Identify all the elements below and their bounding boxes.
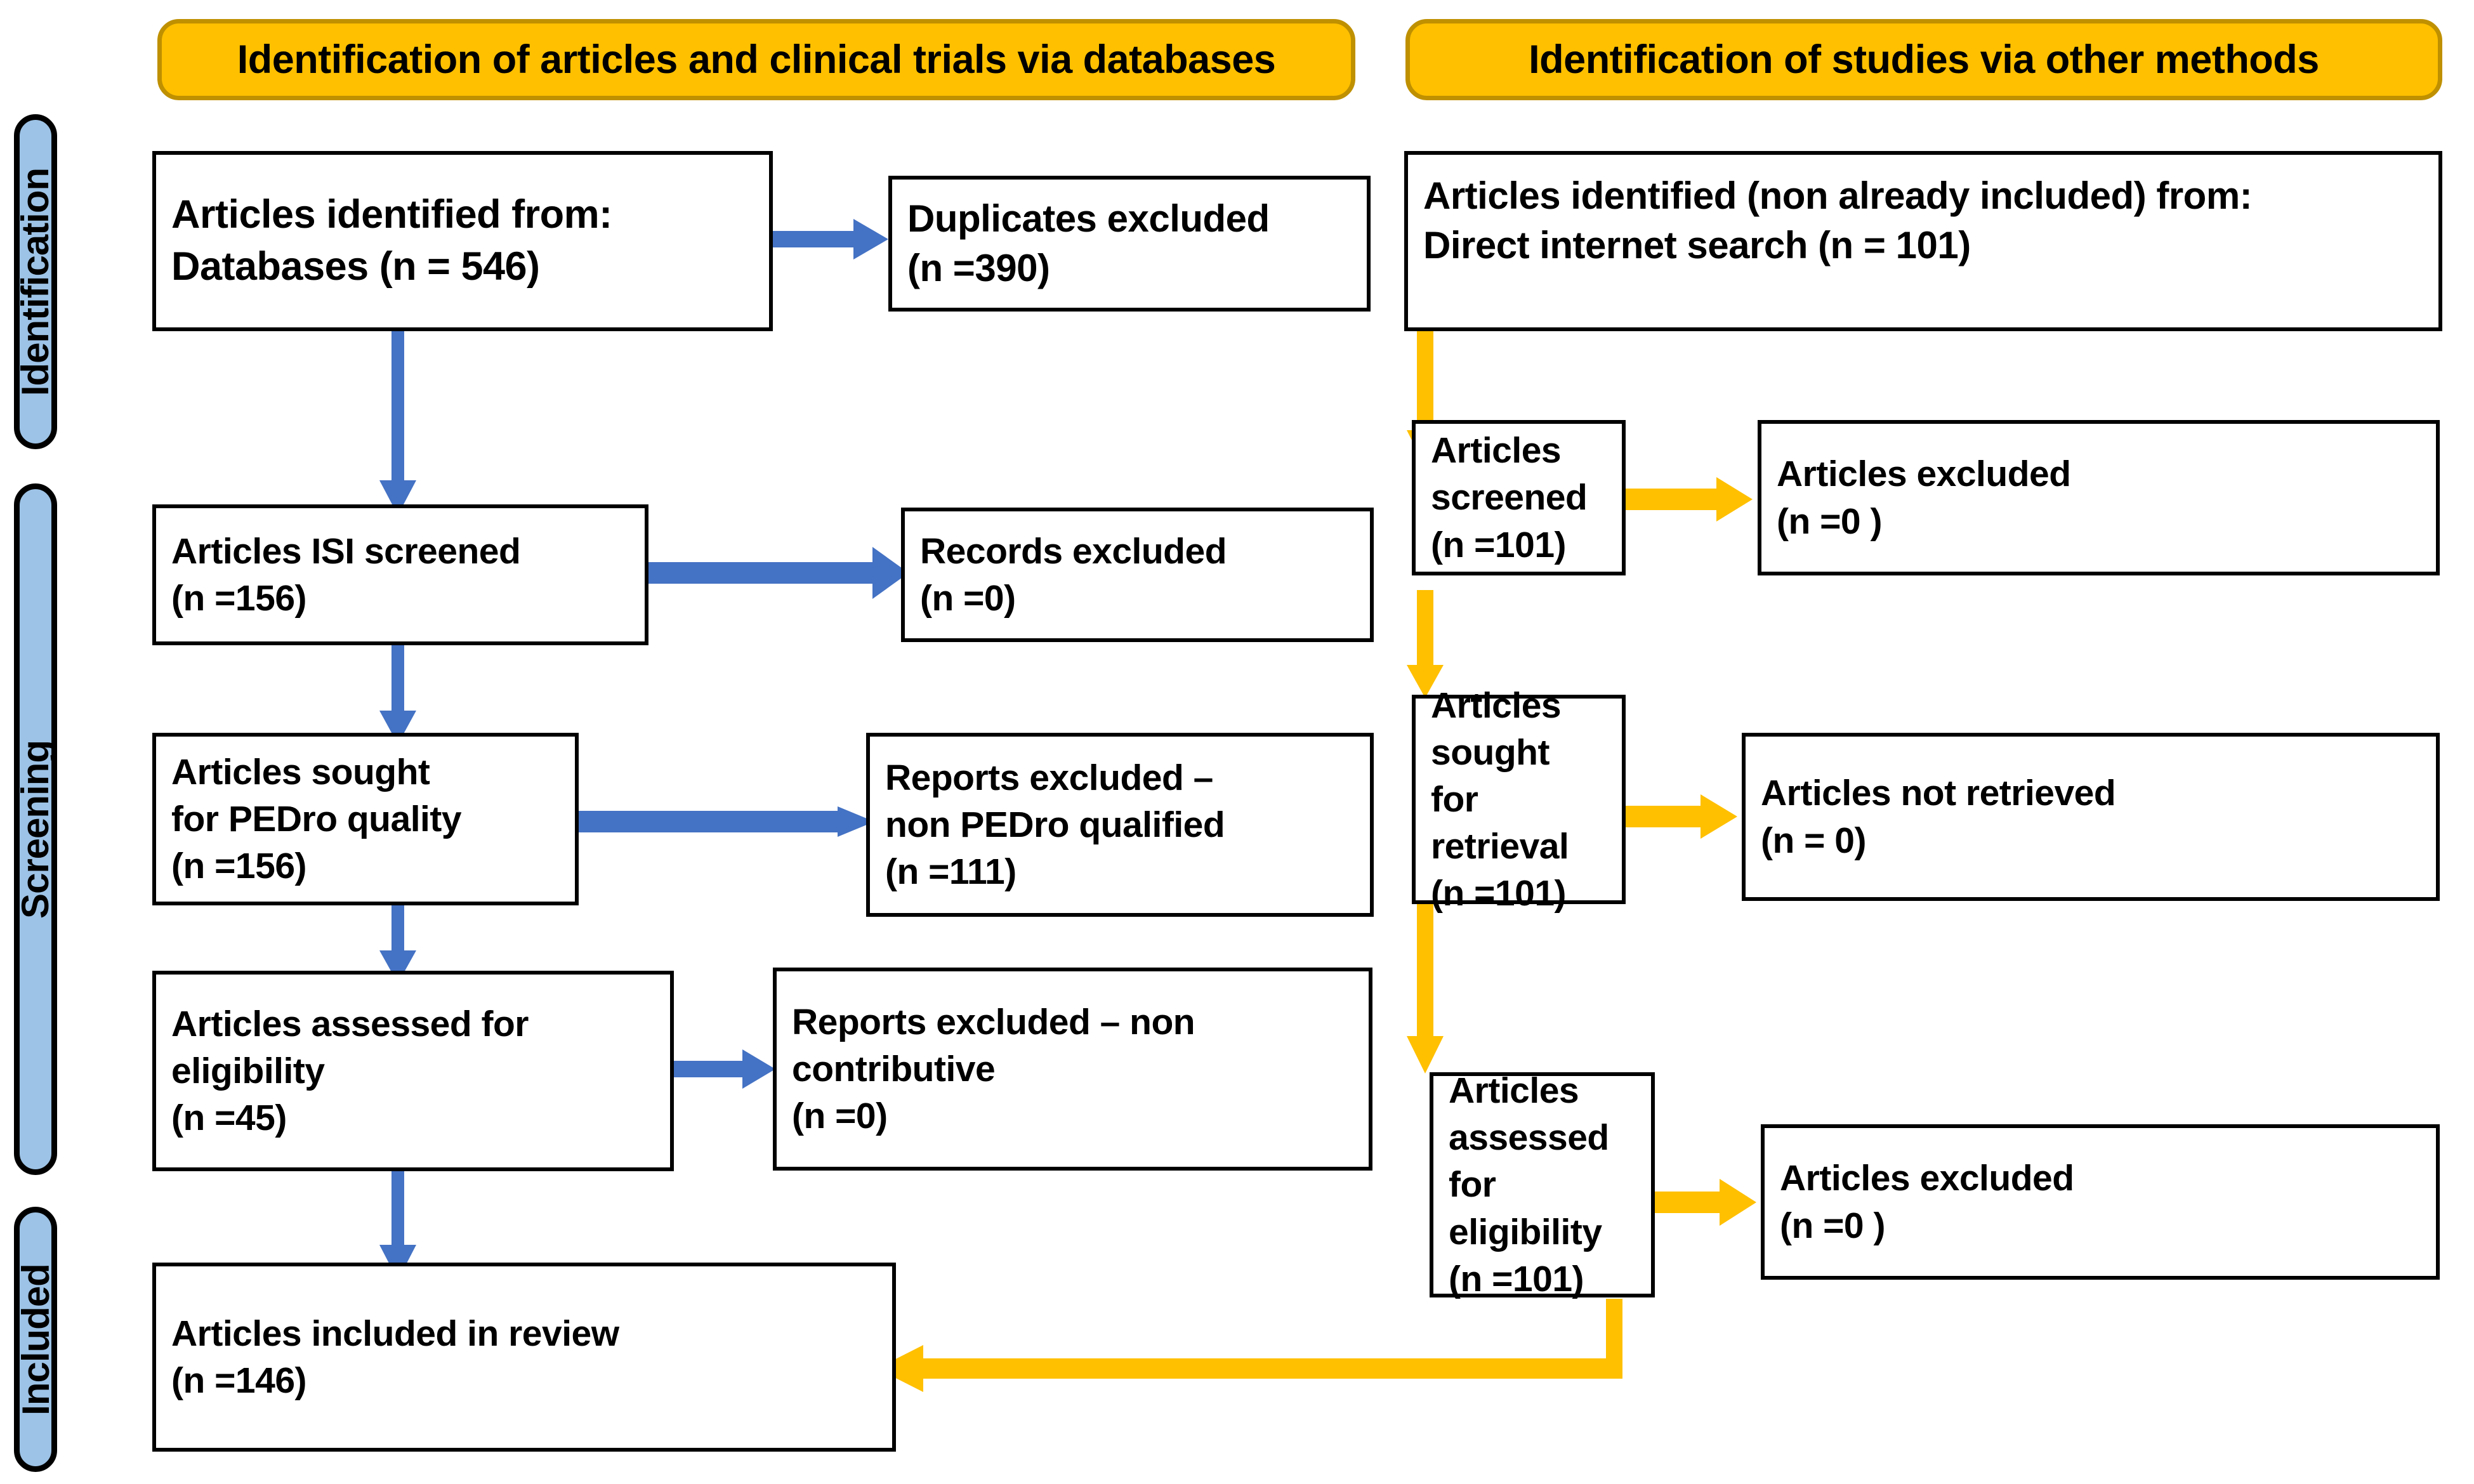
- box-articles-identified-databases: Articles identified from: Databases (n =…: [152, 151, 773, 331]
- box-line-3: (n =101): [1449, 1258, 1584, 1299]
- box-line-1: Articles excluded: [1777, 454, 2071, 495]
- box-line-2: (n = 0): [1761, 820, 1866, 861]
- box-line-2: (n =0 ): [1777, 501, 1882, 542]
- box-line-1: Articles assessed: [1449, 1070, 1609, 1159]
- box-line-2: (n =390): [907, 247, 1050, 289]
- box-line-1: Reports excluded –: [885, 757, 1213, 798]
- phase-tab-screening: Screening: [14, 483, 57, 1175]
- phase-label-screening: Screening: [14, 740, 57, 919]
- box-articles-excluded-eligibility: Articles excluded (n =0 ): [1761, 1124, 2440, 1280]
- box-line-2: contributive: [792, 1048, 996, 1089]
- box-reports-excluded-non-contributive: Reports excluded – non contributive (n =…: [773, 968, 1372, 1171]
- phase-tab-included: Included: [14, 1207, 57, 1472]
- phase-label-included: Included: [14, 1263, 57, 1415]
- box-line-3: (n =111): [885, 851, 1017, 893]
- arrow-identified-to-isi-screened: [379, 330, 416, 515]
- box-line-2: (n =0): [920, 578, 1016, 619]
- box-line-1: Reports excluded – non: [792, 1001, 1195, 1042]
- box-line-1: Articles screened: [1431, 430, 1588, 518]
- box-line-3: (n =156): [171, 846, 307, 887]
- box-line-1: Articles sought: [171, 751, 430, 792]
- arrow-right-assessed-to-included-elbow: [877, 1299, 1622, 1392]
- box-line-2: Direct internet search (n = 101): [1423, 224, 1971, 266]
- box-line-2: for retrieval: [1431, 778, 1569, 867]
- box-line-2: (n =146): [171, 1360, 307, 1401]
- box-line-2: (n =0 ): [1780, 1205, 1885, 1246]
- box-articles-assessed-eligibility-right: Articles assessed for eligibility (n =10…: [1430, 1070, 1655, 1299]
- arrow-identified-to-duplicates: [771, 219, 888, 259]
- box-duplicates-excluded: Duplicates excluded (n =390): [888, 176, 1371, 312]
- box-line-2: Databases (n = 546): [171, 244, 540, 289]
- box-articles-sought-pedro: Articles sought for PEDro quality (n =15…: [152, 733, 579, 905]
- box-line-1: Records excluded: [920, 530, 1227, 572]
- box-line-1: Articles included in review: [171, 1313, 619, 1354]
- box-line-3: (n =0): [792, 1096, 888, 1137]
- box-articles-included-in-review: Articles included in review (n =146): [152, 1263, 896, 1452]
- box-line-1: Articles identified (non already include…: [1423, 174, 2253, 217]
- box-line-2: for eligibility: [1449, 1164, 1602, 1252]
- box-articles-identified-other: Articles identified (non already include…: [1404, 151, 2442, 331]
- box-line-1: Articles sought: [1431, 685, 1562, 773]
- box-articles-screened: Articles screened (n =101): [1412, 420, 1626, 575]
- box-line-1: Articles identified from:: [171, 192, 612, 237]
- box-line-1: Articles ISI screened: [171, 530, 521, 572]
- box-line-1: Duplicates excluded: [907, 197, 1270, 240]
- arrow-sought-retrieval-to-assessed: [1407, 904, 1444, 1074]
- box-line-2: (n =101): [1431, 524, 1567, 565]
- arrow-sought-retrieval-to-not-retrieved: [1624, 794, 1737, 839]
- box-line-3: (n =101): [1431, 873, 1567, 914]
- box-line-1: Articles assessed for: [171, 1003, 529, 1044]
- box-line-2: eligibility: [171, 1050, 325, 1091]
- box-line-1: Articles excluded: [1780, 1158, 2074, 1199]
- arrow-screened-to-excluded: [1624, 477, 1753, 522]
- arrow-assessed-to-reports-noncontrib: [673, 1049, 775, 1089]
- box-line-2: (n =156): [171, 578, 307, 619]
- box-reports-excluded-non-pedro: Reports excluded – non PEDro qualified (…: [866, 733, 1374, 917]
- banner-right-other-methods: Identification of studies via other meth…: [1405, 19, 2442, 100]
- arrow-isi-to-records-excluded: [647, 547, 909, 599]
- phase-tab-identification: Identification: [14, 114, 57, 449]
- banner-left-databases: Identification of articles and clinical …: [157, 19, 1355, 100]
- phase-label-identification: Identification: [14, 167, 57, 396]
- box-line-3: (n =45): [171, 1098, 287, 1139]
- box-articles-sought-retrieval: Articles sought for retrieval (n =101): [1412, 685, 1626, 914]
- banner-right-label: Identification of studies via other meth…: [1529, 37, 2319, 82]
- arrow-sought-pedro-to-reports-excluded: [577, 806, 874, 837]
- box-line-2: non PEDro qualified: [885, 804, 1225, 845]
- box-articles-not-retrieved: Articles not retrieved (n = 0): [1742, 733, 2440, 901]
- arrow-isi-to-sought-pedro: [379, 644, 416, 744]
- box-line-1: Articles not retrieved: [1761, 773, 2116, 814]
- box-articles-assessed-eligibility-left: Articles assessed for eligibility (n =45…: [152, 971, 674, 1171]
- box-line-2: for PEDro quality: [171, 798, 462, 839]
- box-articles-isi-screened: Articles ISI screened (n =156): [152, 504, 648, 645]
- banner-left-label: Identification of articles and clinical …: [237, 37, 1276, 82]
- box-records-excluded: Records excluded (n =0): [901, 508, 1374, 642]
- box-articles-excluded-screened: Articles excluded (n =0 ): [1758, 420, 2440, 575]
